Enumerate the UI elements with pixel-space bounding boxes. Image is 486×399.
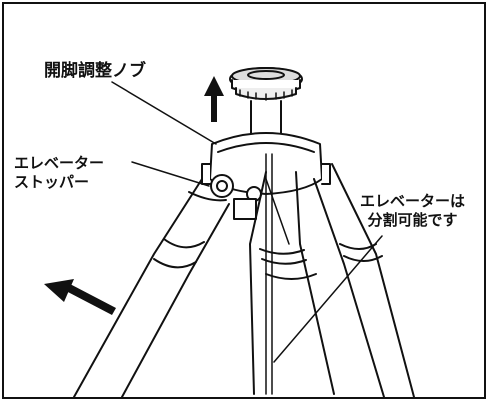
stopper-line2: ストッパー bbox=[14, 173, 90, 191]
elevator-stopper-label: エレベーター ストッパー bbox=[14, 154, 104, 192]
elevator-split-label: エレベーターは 分割可能です bbox=[360, 192, 465, 230]
right-leg bbox=[313, 163, 415, 397]
head-plate bbox=[229, 67, 303, 101]
spider-body bbox=[201, 132, 331, 395]
up-arrow-icon bbox=[204, 76, 224, 122]
stopper-line1: エレベーター bbox=[14, 154, 105, 172]
leader-stopper bbox=[131, 161, 210, 187]
split-line1: エレベーターは bbox=[360, 192, 466, 210]
spread-arrow-icon bbox=[44, 279, 116, 315]
leader-knob bbox=[111, 81, 217, 145]
center-leg bbox=[249, 171, 335, 395]
tripod-illustration bbox=[44, 67, 415, 397]
left-leg bbox=[73, 178, 230, 397]
split-line2: 分割可能です bbox=[367, 211, 458, 229]
leg-knob-label: 開脚調整ノブ bbox=[44, 61, 146, 81]
leader-split bbox=[273, 235, 383, 363]
